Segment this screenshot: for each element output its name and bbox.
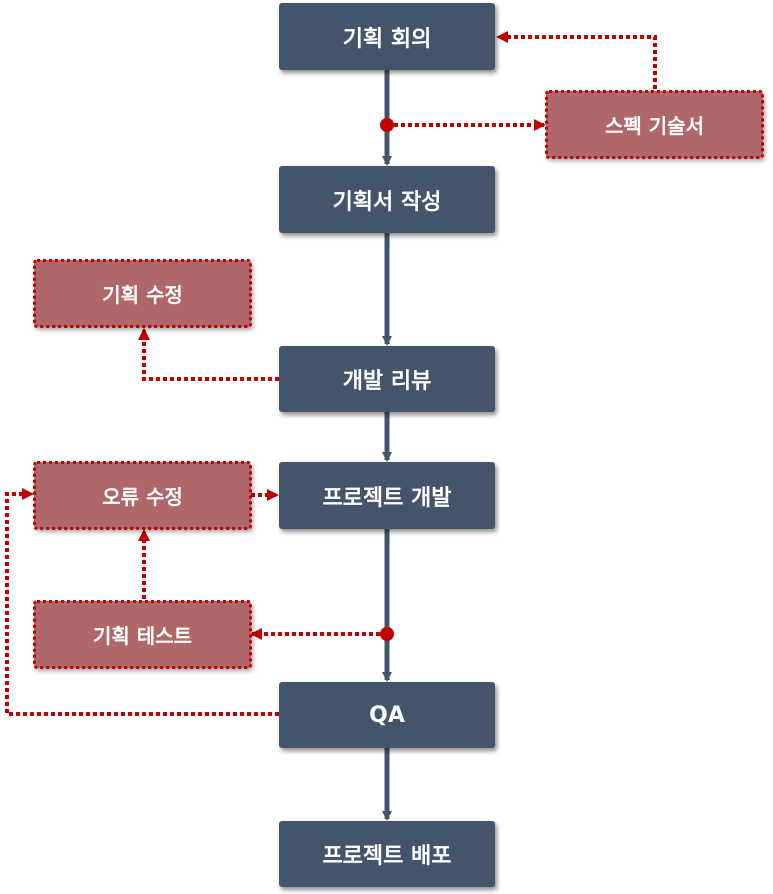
- node-plan-revision: 기획 수정: [33, 259, 252, 328]
- node-dev-review: 개발 리뷰: [279, 346, 495, 412]
- node-bug-fix: 오류 수정: [33, 461, 252, 530]
- node-plan-writing: 기획서 작성: [279, 166, 495, 233]
- node-plan-test: 기획 테스트: [33, 600, 252, 669]
- node-project-dev: 프로젝트 개발: [279, 462, 495, 529]
- arrow-qa-to-fix: [5, 488, 279, 716]
- arrow-spec-to-planning: [496, 31, 657, 89]
- arrow-review-to-revision: [138, 328, 279, 381]
- node-planning-meeting: 기획 회의: [279, 3, 495, 70]
- junction-dot-spec: [380, 118, 394, 132]
- node-project-deploy: 프로젝트 배포: [279, 821, 495, 887]
- junction-dot-test: [380, 627, 394, 641]
- node-qa: QA: [279, 682, 495, 748]
- node-spec-doc: 스펙 기술서: [545, 90, 764, 159]
